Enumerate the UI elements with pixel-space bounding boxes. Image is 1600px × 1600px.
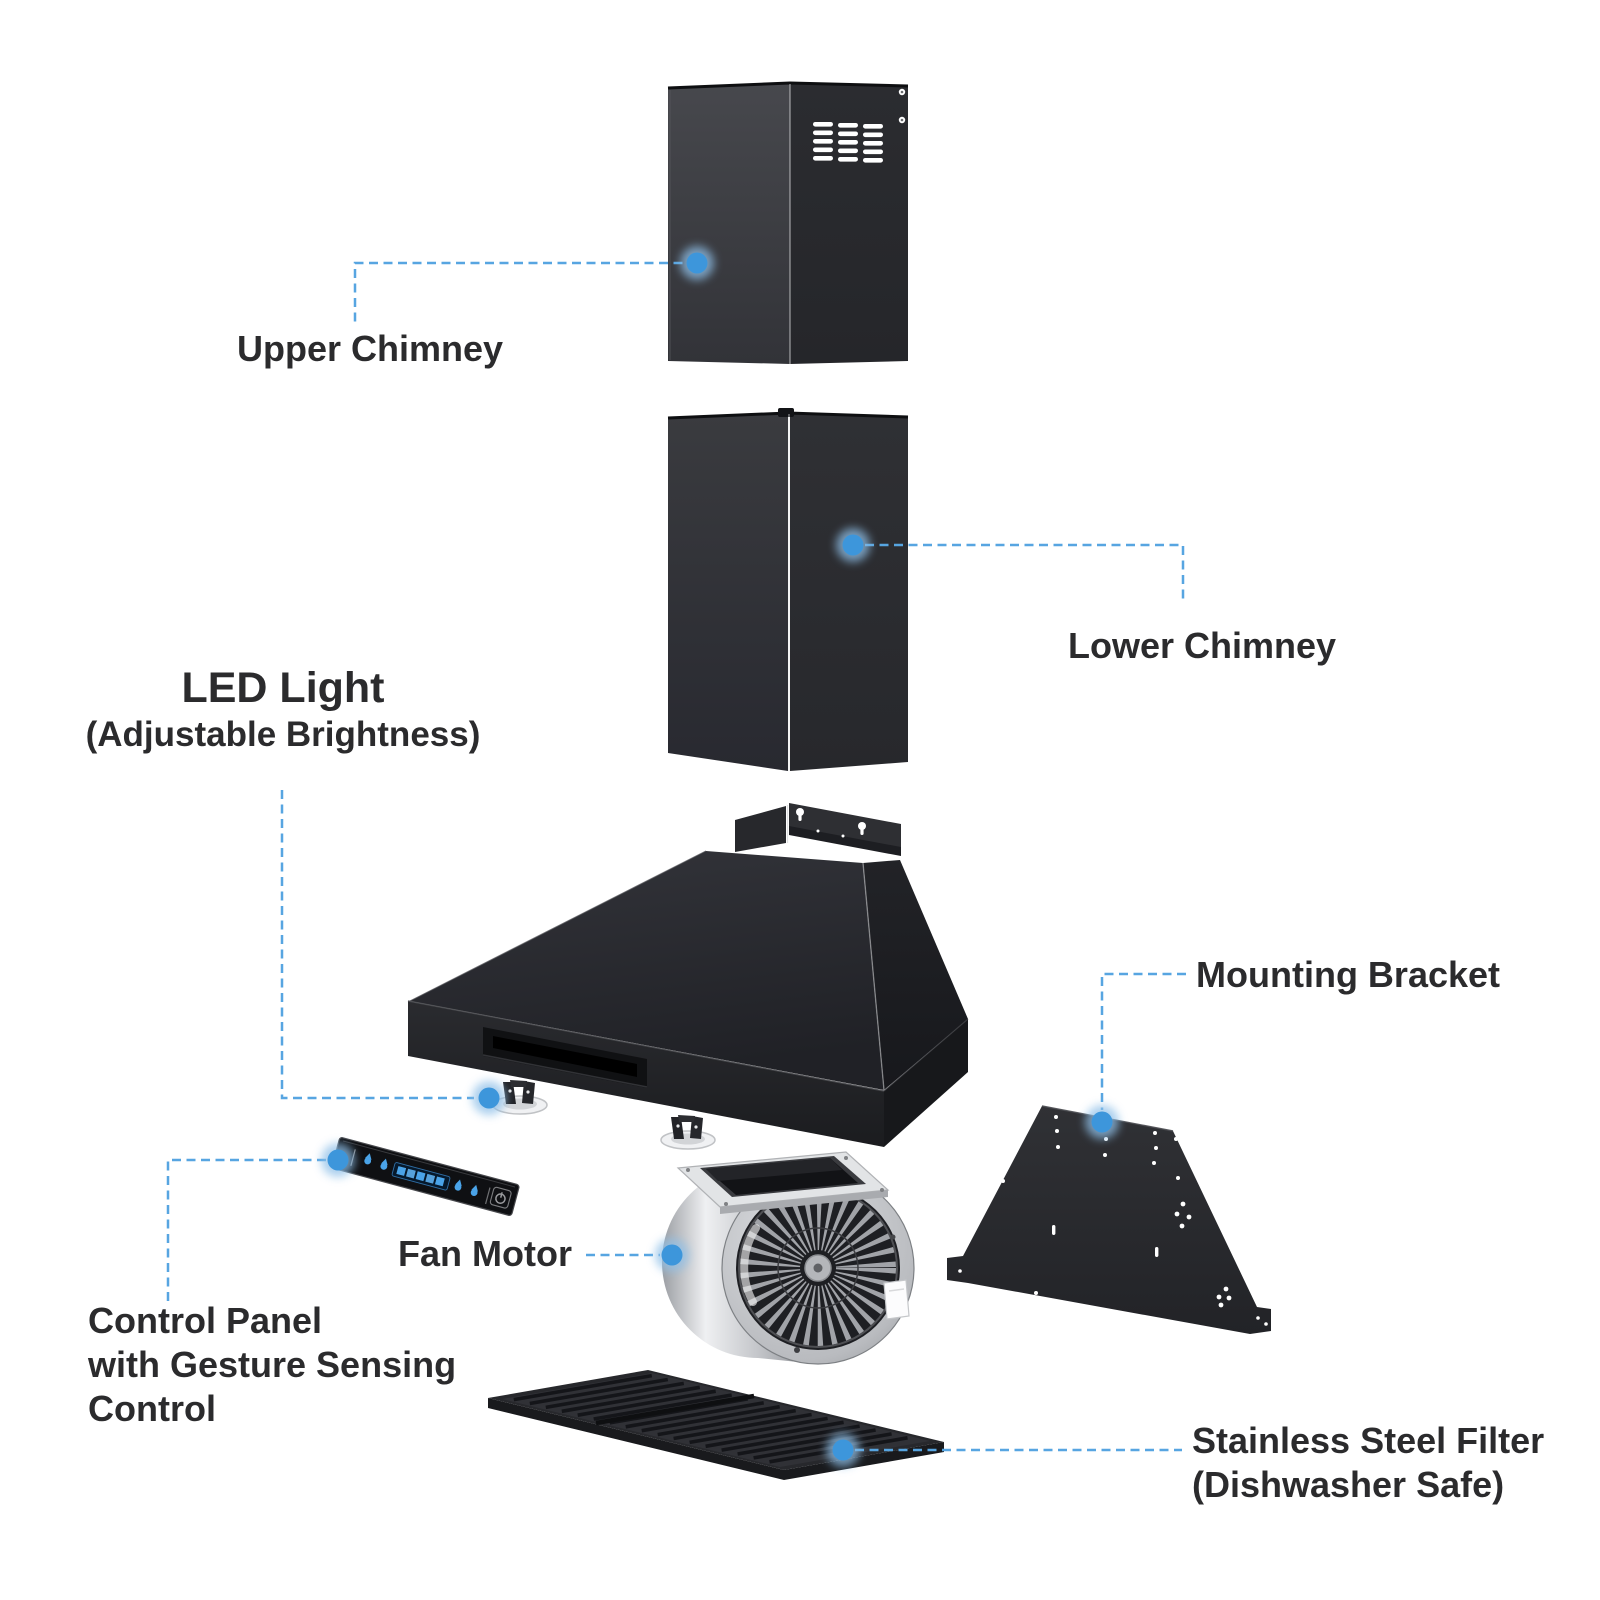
callout-dot-mounting-bracket — [1085, 1105, 1119, 1139]
fan-blades — [740, 1190, 896, 1346]
label-control-panel-line3: Control — [88, 1387, 216, 1429]
label-stainless-filter-line1: Stainless Steel Filter — [1192, 1420, 1545, 1461]
capacitor-tab — [883, 1279, 910, 1320]
leader-mounting-bracket — [1100, 972, 1186, 1110]
hood-top-mounting-plate — [735, 803, 901, 856]
callout-dot-control-panel — [321, 1143, 355, 1177]
label-led-light-sub: (Adjustable Brightness) — [85, 715, 481, 755]
callout-dot-fan-motor — [655, 1238, 689, 1272]
leader-upper-chimney — [353, 261, 697, 326]
bracket-holes — [957, 1115, 1268, 1326]
label-upper-chimney: Upper Chimney — [237, 328, 504, 369]
hood-vent-recess — [482, 1027, 648, 1088]
label-mounting-bracket: Mounting Bracket — [1196, 954, 1501, 995]
callout-dot-led-light — [472, 1081, 506, 1115]
mounting-bracket-part — [947, 1105, 1271, 1334]
label-control-panel-line2: with Gesture Sensing — [88, 1343, 457, 1385]
gesture-control-icons — [364, 1153, 478, 1197]
power-icon — [489, 1186, 512, 1209]
lower-chimney-part — [667, 408, 909, 771]
upper-chimney-part — [667, 81, 909, 364]
fan-motor-duct — [676, 1151, 890, 1214]
control-panel-part — [331, 1137, 520, 1216]
filter-part — [488, 1370, 944, 1480]
label-led-light: LED Light (Adjustable Brightness) — [33, 662, 533, 757]
leader-lower-chimney — [865, 543, 1185, 601]
filter-panel-seam — [595, 1393, 755, 1426]
hood-canopy-part — [407, 850, 969, 1147]
chimney-vent-grille — [813, 122, 883, 163]
led-light-fixture — [660, 1114, 716, 1150]
fan-motor-part — [662, 1151, 915, 1365]
callout-dot-stainless-filter — [826, 1433, 860, 1467]
label-control-panel: Control Panel with Gesture Sensing Contr… — [88, 1299, 456, 1431]
leader-led-light — [280, 790, 474, 1100]
keyhole-slots — [796, 808, 866, 838]
label-stainless-filter-line2: (Dishwasher Safe) — [1192, 1463, 1505, 1505]
panel-display — [391, 1162, 451, 1191]
label-fan-motor: Fan Motor — [398, 1233, 572, 1274]
leader-control-panel — [166, 1158, 326, 1305]
label-lower-chimney: Lower Chimney — [1068, 625, 1337, 666]
label-stainless-filter: Stainless Steel Filter (Dishwasher Safe) — [1192, 1419, 1544, 1507]
chimney-screws — [898, 88, 906, 124]
label-control-panel-line1: Control Panel — [88, 1300, 323, 1341]
callout-dot-lower-chimney — [836, 528, 870, 562]
fan-motor-face — [721, 1171, 915, 1365]
label-led-light-title: LED Light — [181, 664, 385, 712]
callout-dot-upper-chimney — [680, 246, 714, 280]
